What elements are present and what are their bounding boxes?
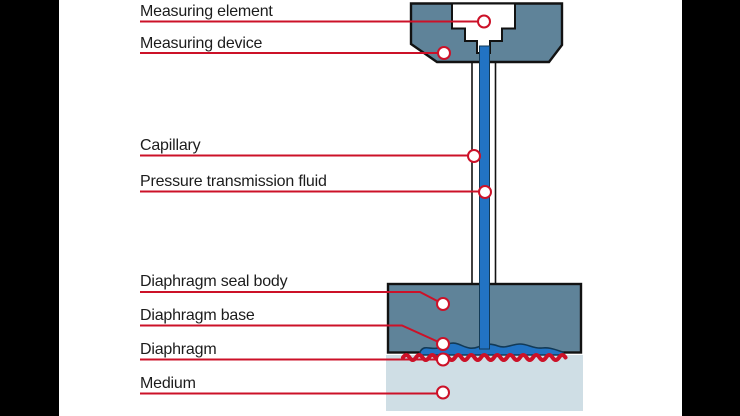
marker-seal-body [436,297,450,311]
label-capillary: Capillary [140,137,201,154]
marker-circles [436,14,492,400]
marker-pressure-fluid [478,185,492,199]
medium-area [386,355,583,411]
label-pressure-transmission-fluid: Pressure transmission fluid [140,173,327,190]
label-diaphragm-base: Diaphragm base [140,307,255,324]
letterbox-right-bar [682,0,740,416]
label-measuring-device: Measuring device [140,35,263,52]
leader-lines [140,20,485,395]
label-diaphragm: Diaphragm [140,341,217,358]
marker-medium [436,385,450,400]
marker-diaphragm [436,352,450,367]
marker-capillary [467,149,481,163]
letterbox-left-bar [0,0,59,416]
label-medium: Medium [140,375,196,392]
diaphragm-wave [401,353,568,362]
label-measuring-element: Measuring element [140,3,273,20]
marker-measuring-device [437,46,451,60]
marker-diaphragm-base [436,337,450,351]
label-diaphragm-seal-body: Diaphragm seal body [140,273,288,290]
leader-diaphragm-base [140,324,444,345]
leader-seal-body [140,291,444,305]
marker-measuring-element [477,14,491,29]
